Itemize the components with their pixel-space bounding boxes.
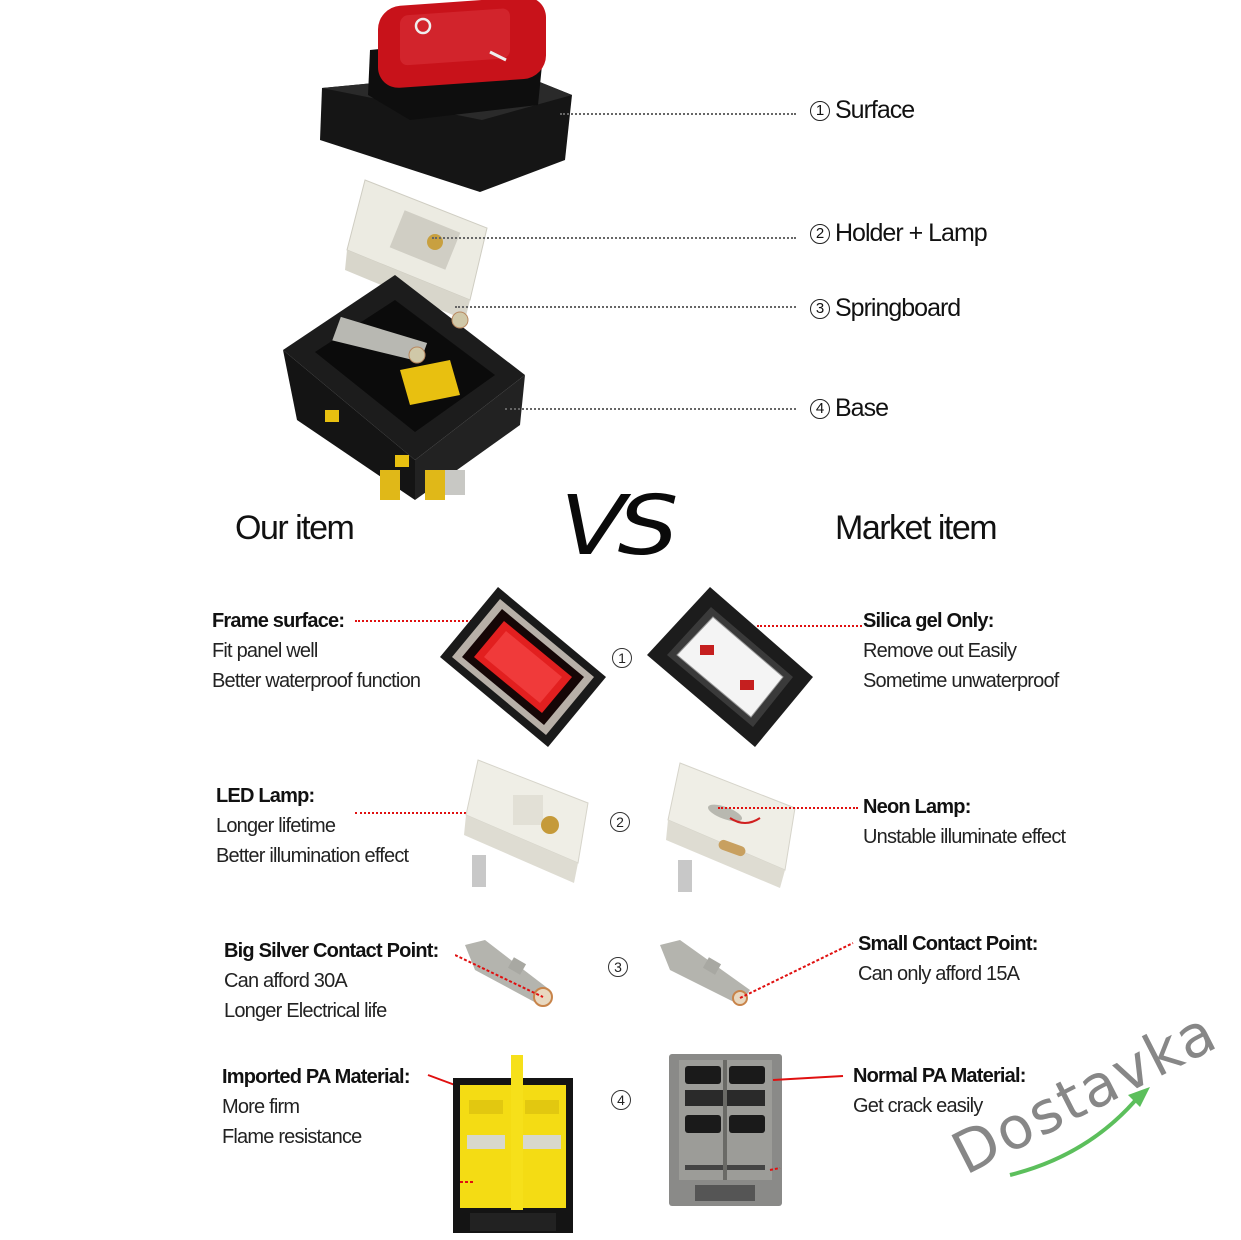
- feature-title: Frame surface:: [212, 610, 345, 632]
- row-number-1: 1: [612, 648, 632, 668]
- surface-leader-line: [560, 113, 796, 115]
- market-frame-image: [647, 587, 813, 747]
- feature-line: More firm: [222, 1096, 300, 1118]
- feature-line: Longer Electrical life: [224, 1000, 387, 1022]
- feature-title: LED Lamp:: [216, 785, 315, 807]
- surface-part-image: [320, 0, 572, 192]
- feature-line: Flame resistance: [222, 1126, 362, 1148]
- number-badge: 4: [810, 398, 830, 419]
- holder-leader-line: [432, 237, 796, 239]
- our-item-heading: Our item: [235, 509, 355, 547]
- feature-title: Neon Lamp:: [863, 796, 971, 818]
- market-feature-3: Small Contact Point: Can only afford 15A: [858, 929, 1038, 989]
- market-neon-holder-image: [666, 762, 796, 892]
- row-number-4: 4: [611, 1090, 631, 1110]
- feature-line: Sometime unwaterproof: [863, 670, 1059, 692]
- number-badge: 1: [810, 100, 830, 121]
- feature-line: Better waterproof function: [212, 670, 421, 692]
- feature-line: Longer lifetime: [216, 815, 336, 837]
- leader-line: [718, 807, 858, 809]
- part-label-holder-lamp: 2 Holder + Lamp: [810, 219, 988, 248]
- part-label-springboard: 3 Springboard: [810, 294, 961, 323]
- ours-feature-2: LED Lamp: Longer lifetime Better illumin…: [216, 781, 409, 871]
- feature-line: Better illumination effect: [216, 845, 409, 867]
- market-contact-image: [660, 940, 854, 1006]
- feature-line: Can afford 30A: [224, 970, 348, 992]
- number-badge: 2: [810, 223, 830, 244]
- ours-yellow-base-image: [427, 1055, 573, 1233]
- leader-line: [757, 625, 862, 627]
- feature-line: Get crack easily: [853, 1095, 983, 1117]
- leader-line: [355, 620, 495, 622]
- ours-frame-image: [440, 587, 606, 747]
- market-feature-1: Silica gel Only: Remove out Easily Somet…: [863, 606, 1059, 696]
- part-label-surface: 1 Surface: [810, 96, 915, 125]
- ours-feature-1: Frame surface: Fit panel well Better wat…: [212, 606, 421, 696]
- ours-feature-3: Big Silver Contact Point: Can afford 30A…: [224, 936, 439, 1026]
- feature-line: Remove out Easily: [863, 640, 1017, 662]
- number-badge: 3: [810, 298, 830, 319]
- row-number-2: 2: [610, 812, 630, 832]
- row-number-3: 3: [608, 957, 628, 977]
- market-feature-2: Neon Lamp: Unstable illuminate effect: [863, 792, 1066, 852]
- feature-line: Unstable illuminate effect: [863, 826, 1066, 848]
- springboard-leader-line: [455, 306, 796, 308]
- base-assembly-image: [283, 179, 525, 500]
- feature-line: Fit panel well: [212, 640, 318, 662]
- ours-contact-image: [455, 940, 553, 1007]
- feature-title: Normal PA Material:: [853, 1065, 1026, 1087]
- base-leader-line: [505, 408, 796, 410]
- ours-led-holder-image: [464, 759, 589, 887]
- feature-title: Silica gel Only:: [863, 610, 994, 632]
- feature-title: Big Silver Contact Point:: [224, 940, 439, 962]
- vs-label: VS: [560, 478, 679, 574]
- market-item-heading: Market item: [835, 509, 998, 547]
- market-gray-base-image: [669, 1054, 844, 1206]
- part-label-base: 4 Base: [810, 394, 889, 423]
- leader-line: [355, 812, 510, 814]
- feature-title: Small Contact Point:: [858, 933, 1038, 955]
- feature-line: Can only afford 15A: [858, 963, 1020, 985]
- ours-feature-4: Imported PA Material: More firm Flame re…: [222, 1062, 410, 1152]
- feature-title: Imported PA Material:: [222, 1066, 410, 1088]
- market-feature-4: Normal PA Material: Get crack easily: [853, 1061, 1026, 1121]
- watermark-swoosh-icon: [1009, 1087, 1150, 1177]
